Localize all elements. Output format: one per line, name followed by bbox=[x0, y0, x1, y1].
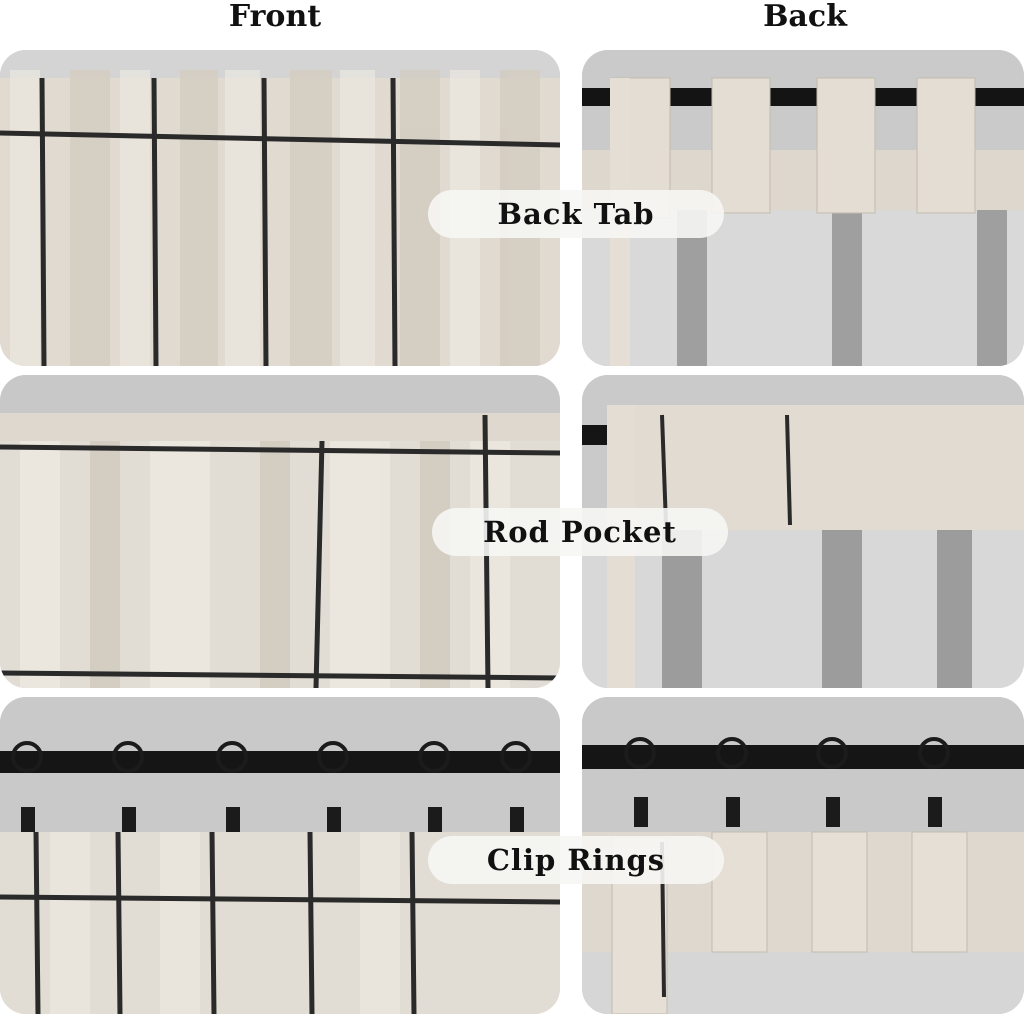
back-tab-label: Back Tab bbox=[428, 190, 724, 238]
back-header: Back bbox=[763, 0, 847, 34]
clip-rings-label: Clip Rings bbox=[428, 836, 724, 884]
rod-pocket-label: Rod Pocket bbox=[432, 508, 728, 556]
front-header: Front bbox=[228, 0, 322, 34]
